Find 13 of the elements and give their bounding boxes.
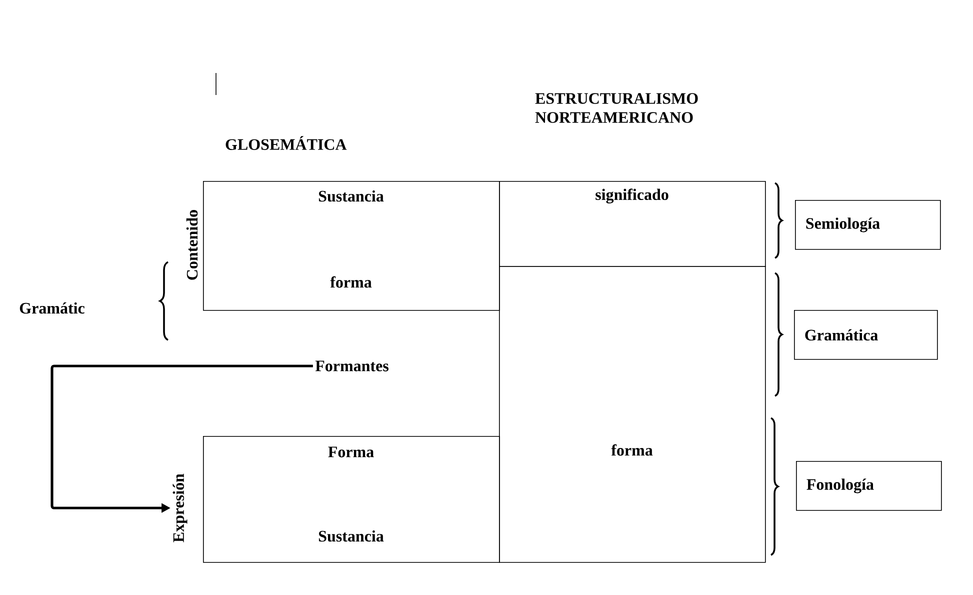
heading: GLOSEMÁTICA: [226, 136, 347, 150]
text-label: Expresión: [172, 474, 188, 542]
label-box: Fonología: [796, 461, 942, 511]
table-cell: significado: [499, 181, 766, 267]
text-label: Contenido: [186, 210, 198, 280]
table-cell: Forma Sustancia: [203, 436, 500, 563]
table-cell: Sustancia forma: [203, 181, 500, 311]
table-cell: forma: [499, 266, 766, 563]
label-box: Semiología: [795, 200, 941, 250]
heading: ESTRUCTURALISMO NORTEAMERICANO: [535, 93, 698, 123]
side-label: Gramátic: [20, 302, 84, 314]
label-box: Gramática: [794, 310, 938, 360]
text-label: Formantes: [315, 360, 388, 372]
